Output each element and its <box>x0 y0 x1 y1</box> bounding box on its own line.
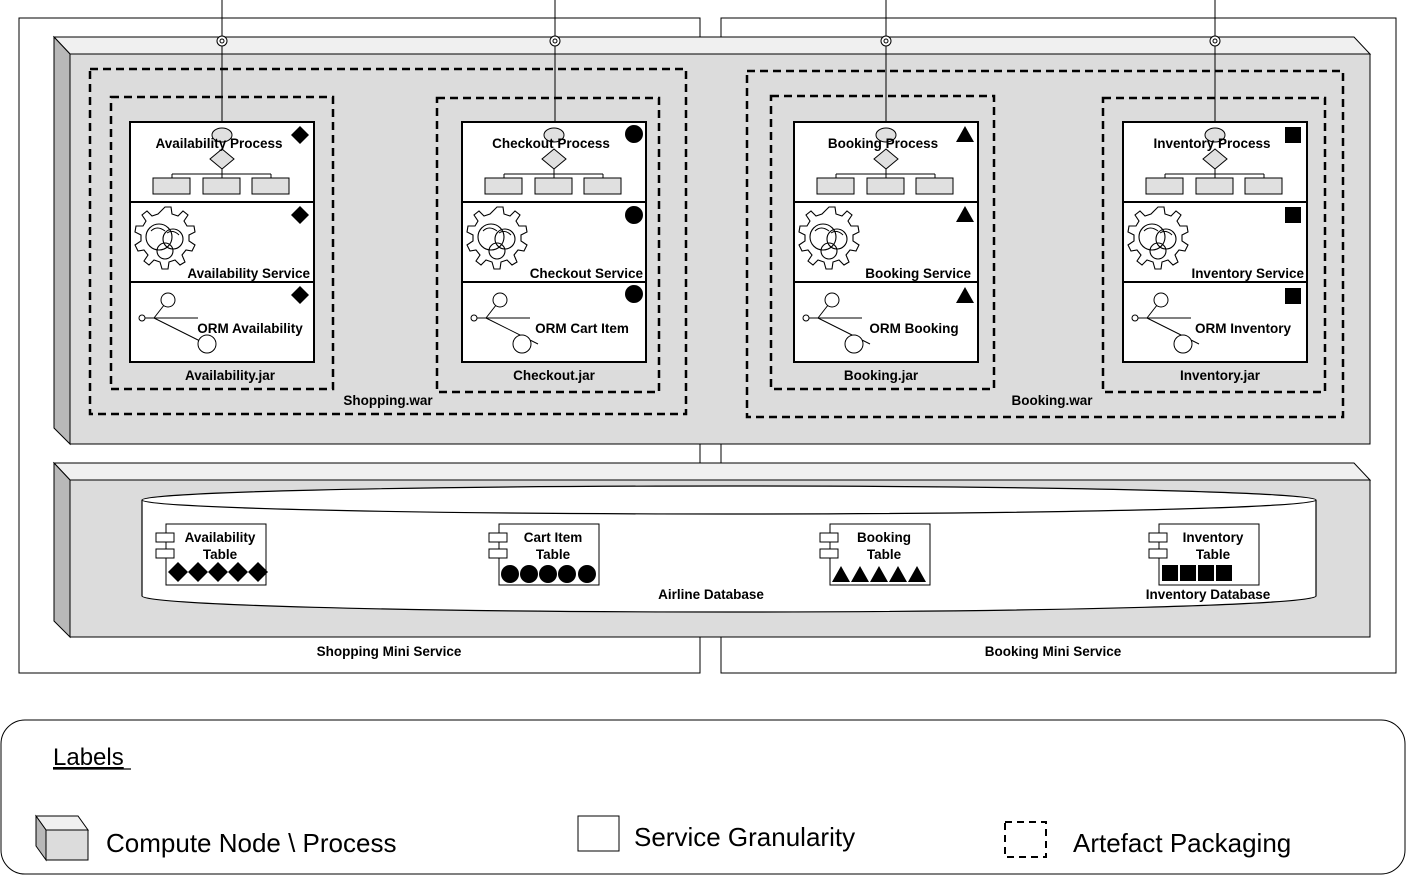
solid-box-icon <box>577 815 620 852</box>
booking-mini-service-label: Booking Mini Service <box>985 644 1122 659</box>
process-label: Inventory Process <box>1153 136 1270 151</box>
marker-circle <box>501 565 596 583</box>
jar-packaging <box>769 94 996 391</box>
db-table-booking: Booking Table <box>819 523 931 586</box>
component-availability: Availability Process Availability Servic… <box>129 121 315 363</box>
process-flow-icon <box>484 127 622 195</box>
marker-triangle <box>832 566 926 582</box>
orm-label: ORM Booking <box>869 321 958 336</box>
cube-icon <box>35 814 89 862</box>
process-flow-icon <box>152 127 290 195</box>
database-label: Airline Database <box>658 587 764 602</box>
orm-label: ORM Availability <box>197 321 303 336</box>
db-table-label: Booking <box>857 530 911 545</box>
db-table-inventory: Inventory Table <box>1148 523 1260 586</box>
jar-label: Inventory.jar <box>1180 368 1261 383</box>
marker-square <box>1162 565 1232 581</box>
process-flow-icon <box>816 127 954 195</box>
db-table-label: Inventory <box>1183 530 1244 545</box>
jar-label: Availability.jar <box>185 368 276 383</box>
orm-icon <box>1131 292 1200 354</box>
orm-icon <box>802 292 871 354</box>
db-table-label: Table <box>1196 547 1231 562</box>
process-flow-icon <box>1145 127 1283 195</box>
component-inventory: Inventory Process Inventory Service ORM … <box>1122 121 1308 363</box>
interface-connectors <box>216 0 1221 130</box>
service-label: Checkout Service <box>530 266 644 281</box>
legend-label-compute: Compute Node \ Process <box>106 828 396 858</box>
inventory-database-label: Inventory Database <box>1146 587 1271 602</box>
jar-label: Booking.jar <box>844 368 919 383</box>
process-label: Checkout Process <box>492 136 610 151</box>
jar-packaging <box>1101 96 1327 394</box>
legend-title: Labels <box>53 744 124 771</box>
marker-diamond <box>168 562 268 582</box>
dashed-box-icon <box>1004 821 1047 858</box>
process-label: Availability Process <box>155 136 282 151</box>
booking-war-label: Booking.war <box>1011 393 1093 408</box>
service-label: Inventory Service <box>1191 266 1304 281</box>
orm-icon <box>470 292 539 354</box>
shopping-war-label: Shopping.war <box>343 393 433 408</box>
marker-diamond <box>291 126 309 304</box>
shopping-mini-service-label: Shopping Mini Service <box>317 644 462 659</box>
db-table-availability: Availability Table <box>155 523 268 586</box>
jar-packaging <box>435 96 661 394</box>
db-table-cart-item: Cart Item Table <box>488 523 600 586</box>
component-checkout: Checkout Process Checkout Service ORM Ca… <box>461 121 647 363</box>
db-table-label: Table <box>867 547 902 562</box>
orm-icon <box>138 292 217 354</box>
db-table-label: Table <box>536 547 571 562</box>
orm-label: ORM Inventory <box>1195 321 1292 336</box>
db-table-label: Availability <box>185 530 256 545</box>
service-label: Availability Service <box>187 266 310 281</box>
marker-triangle <box>956 126 974 303</box>
booking-war-packaging <box>745 69 1345 419</box>
legend-panel: Labels Compute Node \ Process Service Gr… <box>0 719 1406 875</box>
service-label: Booking Service <box>865 266 971 281</box>
marker-circle <box>625 125 643 303</box>
database-cylinder <box>141 485 1317 613</box>
db-table-label: Table <box>203 547 238 562</box>
marker-square <box>1285 127 1301 304</box>
component-booking: Booking Process Booking Service ORM Book… <box>793 121 979 363</box>
db-table-label: Cart Item <box>524 530 583 545</box>
process-label: Booking Process <box>828 136 938 151</box>
orm-label: ORM Cart Item <box>535 321 629 336</box>
legend-label-packaging: Artefact Packaging <box>1073 828 1291 858</box>
jar-label: Checkout.jar <box>513 368 596 383</box>
legend-label-granularity: Service Granularity <box>634 822 855 852</box>
shopping-war-packaging <box>88 67 688 416</box>
